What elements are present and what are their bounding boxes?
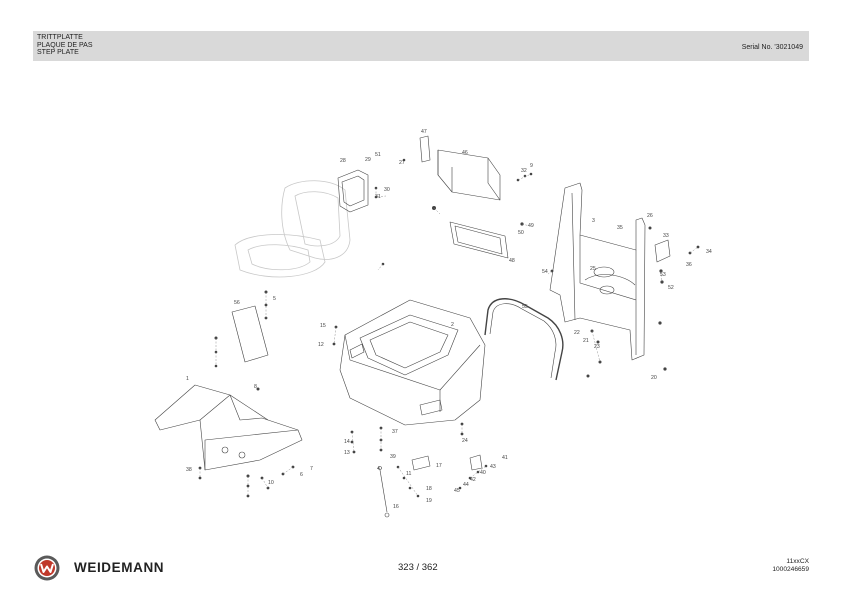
callout: 3 xyxy=(592,218,595,224)
callout: 44 xyxy=(463,482,469,488)
callout: 19 xyxy=(426,498,432,504)
callout: 33 xyxy=(663,233,669,239)
callout: 52 xyxy=(668,285,674,291)
callout: 39 xyxy=(390,454,396,460)
leader-lines xyxy=(199,173,699,497)
callout: 21 xyxy=(583,338,589,344)
callout: 13 xyxy=(344,450,350,456)
callout: 43 xyxy=(490,464,496,470)
title-line-en: STEP PLATE xyxy=(37,49,79,57)
callout: 11 xyxy=(406,471,411,477)
callout: 55 xyxy=(522,304,528,310)
callout: 47 xyxy=(421,129,427,135)
callout: 54 xyxy=(542,269,548,275)
brand-name: WEIDEMANN xyxy=(74,560,165,575)
side-panel xyxy=(231,305,269,363)
document-title: TRITTPLATTE PLAQUE DE PAS STEP PLATE xyxy=(37,34,93,57)
rod xyxy=(378,466,390,518)
callout: 26 xyxy=(647,213,653,219)
callout: 31 xyxy=(375,194,381,200)
callout: 34 xyxy=(706,249,712,255)
cover-panel xyxy=(419,135,501,201)
doc-number: 1000246659 xyxy=(772,565,809,573)
step-plate xyxy=(339,299,486,426)
callout: 17 xyxy=(436,463,442,469)
callout: 25 xyxy=(590,266,596,272)
glass-panel xyxy=(449,221,509,259)
callout: 48 xyxy=(509,258,515,264)
callout: 9 xyxy=(530,163,533,169)
callout: 50 xyxy=(518,230,524,236)
callout: 18 xyxy=(426,486,432,492)
callout: 2 xyxy=(451,322,454,328)
frame-arch xyxy=(484,298,564,381)
callout: 27 xyxy=(399,160,405,166)
weidemann-logo-icon xyxy=(34,555,60,581)
callout: 41 xyxy=(502,455,508,461)
callout: 12 xyxy=(318,342,324,348)
callout: 30 xyxy=(384,187,390,193)
callout: 32 xyxy=(521,168,527,174)
title-line-de: TRITTPLATTE xyxy=(37,34,83,41)
callout: 49 xyxy=(528,223,534,229)
callout: 5 xyxy=(273,296,276,302)
callout: 51 xyxy=(375,152,381,158)
document-codes: 11xxCX 1000246659 xyxy=(772,558,809,573)
callout: 4 xyxy=(377,466,380,472)
callout: 56 xyxy=(234,300,240,306)
serial-number: Serial No. '3021049 xyxy=(741,44,803,51)
callout: 16 xyxy=(393,504,399,510)
callout: 46 xyxy=(462,150,468,156)
callout: 37 xyxy=(392,429,398,435)
page-number: 323 / 362 xyxy=(398,562,438,573)
callout: 45 xyxy=(454,488,460,494)
callout: 53 xyxy=(660,272,666,278)
callout: 20 xyxy=(651,375,657,381)
seat-outline xyxy=(234,180,351,278)
latch xyxy=(411,454,483,471)
callout: 24 xyxy=(462,438,468,444)
callout-labels: 1 2 3 4 5 6 7 8 9 10 11 12 13 14 15 16 1… xyxy=(186,129,712,510)
callout: 1 xyxy=(186,376,189,382)
callout: 14 xyxy=(344,439,350,445)
callout: 38 xyxy=(186,467,192,473)
fasteners xyxy=(198,158,700,498)
header-band: TRITTPLATTE PLAQUE DE PAS STEP PLATE Ser… xyxy=(33,31,809,61)
rops-frame xyxy=(549,182,671,361)
bracket-frame xyxy=(154,384,303,471)
callout: 28 xyxy=(340,158,346,164)
callout: 22 xyxy=(574,330,580,336)
callout: 42 xyxy=(470,477,476,483)
callout: 40 xyxy=(480,470,486,476)
title-line-fr: PLAQUE DE PAS xyxy=(37,41,93,49)
callout: 23 xyxy=(594,344,600,350)
seat-console xyxy=(337,169,369,213)
callout: 8 xyxy=(254,384,257,390)
model-code: 11xxCX xyxy=(786,558,809,565)
callout: 15 xyxy=(320,323,326,329)
callout: 7 xyxy=(310,466,313,472)
callout: 36 xyxy=(686,262,692,268)
callout: 10 xyxy=(268,480,274,486)
callout: 29 xyxy=(365,157,371,163)
callout: 6 xyxy=(300,472,303,478)
callout: 35 xyxy=(617,225,623,231)
